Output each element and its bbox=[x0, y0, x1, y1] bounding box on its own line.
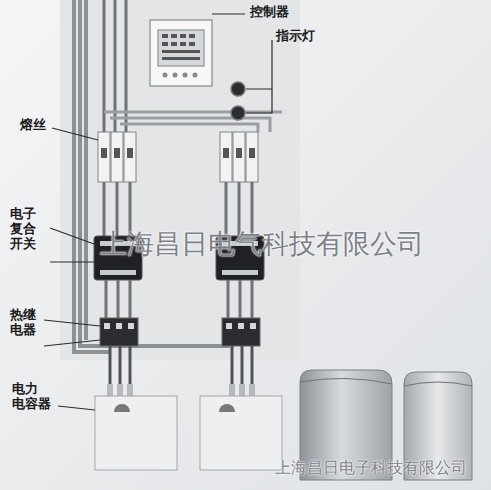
callout-label: 电子 复合 开关 bbox=[10, 207, 36, 252]
callout-label: 控制器 bbox=[250, 5, 289, 20]
phase-wires bbox=[106, 280, 252, 318]
callout-label: 电力 电容器 bbox=[12, 382, 51, 412]
terminal-caps bbox=[107, 384, 255, 396]
leader-lines bbox=[44, 14, 272, 410]
fuse-marks bbox=[101, 148, 255, 158]
wire-bundle bbox=[74, 0, 230, 352]
phase-wires bbox=[104, 182, 252, 236]
phase-wires bbox=[110, 346, 252, 396]
bus-wires bbox=[104, 112, 282, 132]
indicator-lamps bbox=[231, 82, 245, 120]
controller bbox=[150, 20, 212, 86]
watermark: 上海昌日电子科技有限公司 bbox=[275, 458, 467, 479]
fuse-blocks bbox=[98, 132, 258, 182]
callout-label: 熔丝 bbox=[20, 118, 46, 133]
callout-label: 指示灯 bbox=[276, 29, 315, 44]
mounting-plate bbox=[60, 0, 300, 360]
watermark: 上海昌日电气科技有限公司 bbox=[100, 226, 424, 262]
power-capacitors bbox=[95, 396, 282, 470]
thermal-relays bbox=[100, 318, 260, 346]
callout-label: 热继 电器 bbox=[10, 308, 36, 338]
